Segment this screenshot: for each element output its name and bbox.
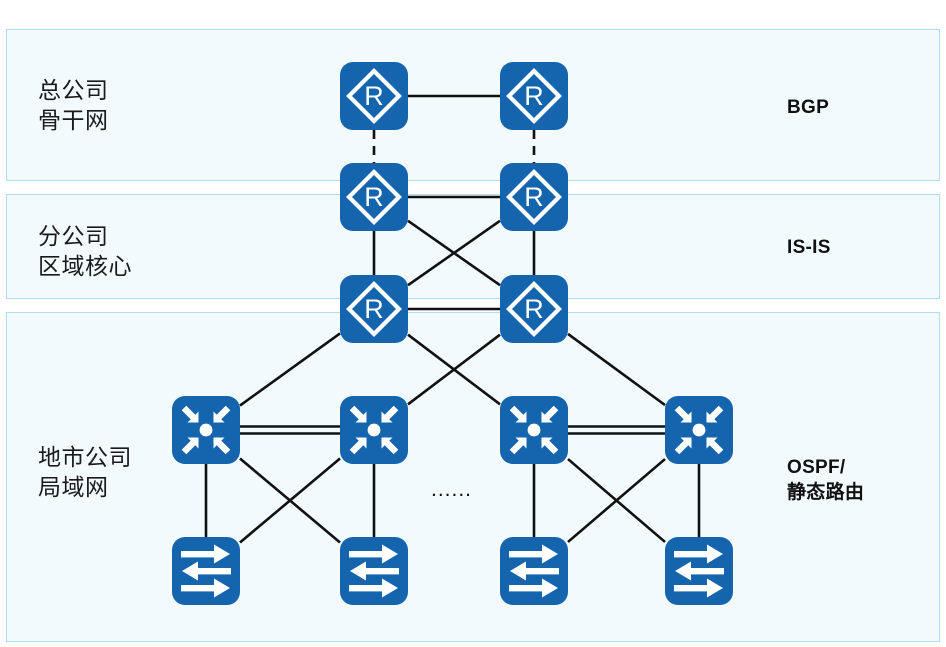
svg-text:R: R	[364, 294, 384, 324]
l2-switch-icon	[340, 537, 408, 605]
l2-switch-icon	[665, 537, 733, 605]
zone-label-metro-lan: 地市公司 局域网	[38, 444, 132, 500]
router-icon: R	[340, 62, 408, 130]
ellipsis-indicator: ......	[431, 478, 473, 501]
link-r3-2-l3-2	[407, 333, 501, 406]
node-l3-2[interactable]	[340, 396, 408, 464]
zone-label-regional-core: 分公司 区域核心	[38, 223, 132, 279]
svg-text:R: R	[364, 182, 384, 212]
node-l3-4[interactable]	[665, 396, 733, 464]
link-r2-2-r3-1	[407, 219, 501, 287]
node-r1-2[interactable]: R	[500, 62, 568, 130]
node-l2-2[interactable]	[340, 537, 408, 605]
svg-text:R: R	[524, 294, 544, 324]
node-l3-1[interactable]	[172, 396, 240, 464]
link-l3-4-l2-3	[567, 458, 666, 543]
l3-switch-icon	[500, 396, 568, 464]
l2-switch-icon	[500, 537, 568, 605]
link-r3-2-l3-4	[567, 332, 666, 407]
router-icon: R	[500, 163, 568, 231]
router-icon: R	[500, 275, 568, 343]
svg-text:R: R	[524, 182, 544, 212]
link-l3-2-l2-1	[239, 457, 341, 544]
node-r1-1[interactable]: R	[340, 62, 408, 130]
node-r3-1[interactable]: R	[340, 275, 408, 343]
band-regional-core	[6, 194, 940, 299]
router-icon: R	[500, 62, 568, 130]
node-l3-3[interactable]	[500, 396, 568, 464]
node-l2-4[interactable]	[665, 537, 733, 605]
l2-switch-icon	[172, 537, 240, 605]
zone-label-backbone: 总公司 骨干网	[38, 77, 109, 133]
protocol-label-ospf-static: OSPF/ 静态路由	[787, 457, 865, 504]
link-r3-1-l3-1	[239, 332, 341, 407]
node-r2-1[interactable]: R	[340, 163, 408, 231]
router-icon: R	[340, 163, 408, 231]
band-backbone	[6, 29, 940, 181]
l3-switch-icon	[172, 396, 240, 464]
l3-switch-icon	[665, 396, 733, 464]
router-icon: R	[340, 275, 408, 343]
node-l2-3[interactable]	[500, 537, 568, 605]
node-r3-2[interactable]: R	[500, 275, 568, 343]
l3-switch-icon	[340, 396, 408, 464]
svg-text:R: R	[364, 81, 384, 111]
node-r2-2[interactable]: R	[500, 163, 568, 231]
protocol-label-bgp: BGP	[787, 97, 830, 118]
protocol-label-isis: IS-IS	[787, 237, 831, 258]
band-metro-lan	[6, 312, 940, 642]
node-l2-1[interactable]	[172, 537, 240, 605]
svg-text:R: R	[524, 81, 544, 111]
